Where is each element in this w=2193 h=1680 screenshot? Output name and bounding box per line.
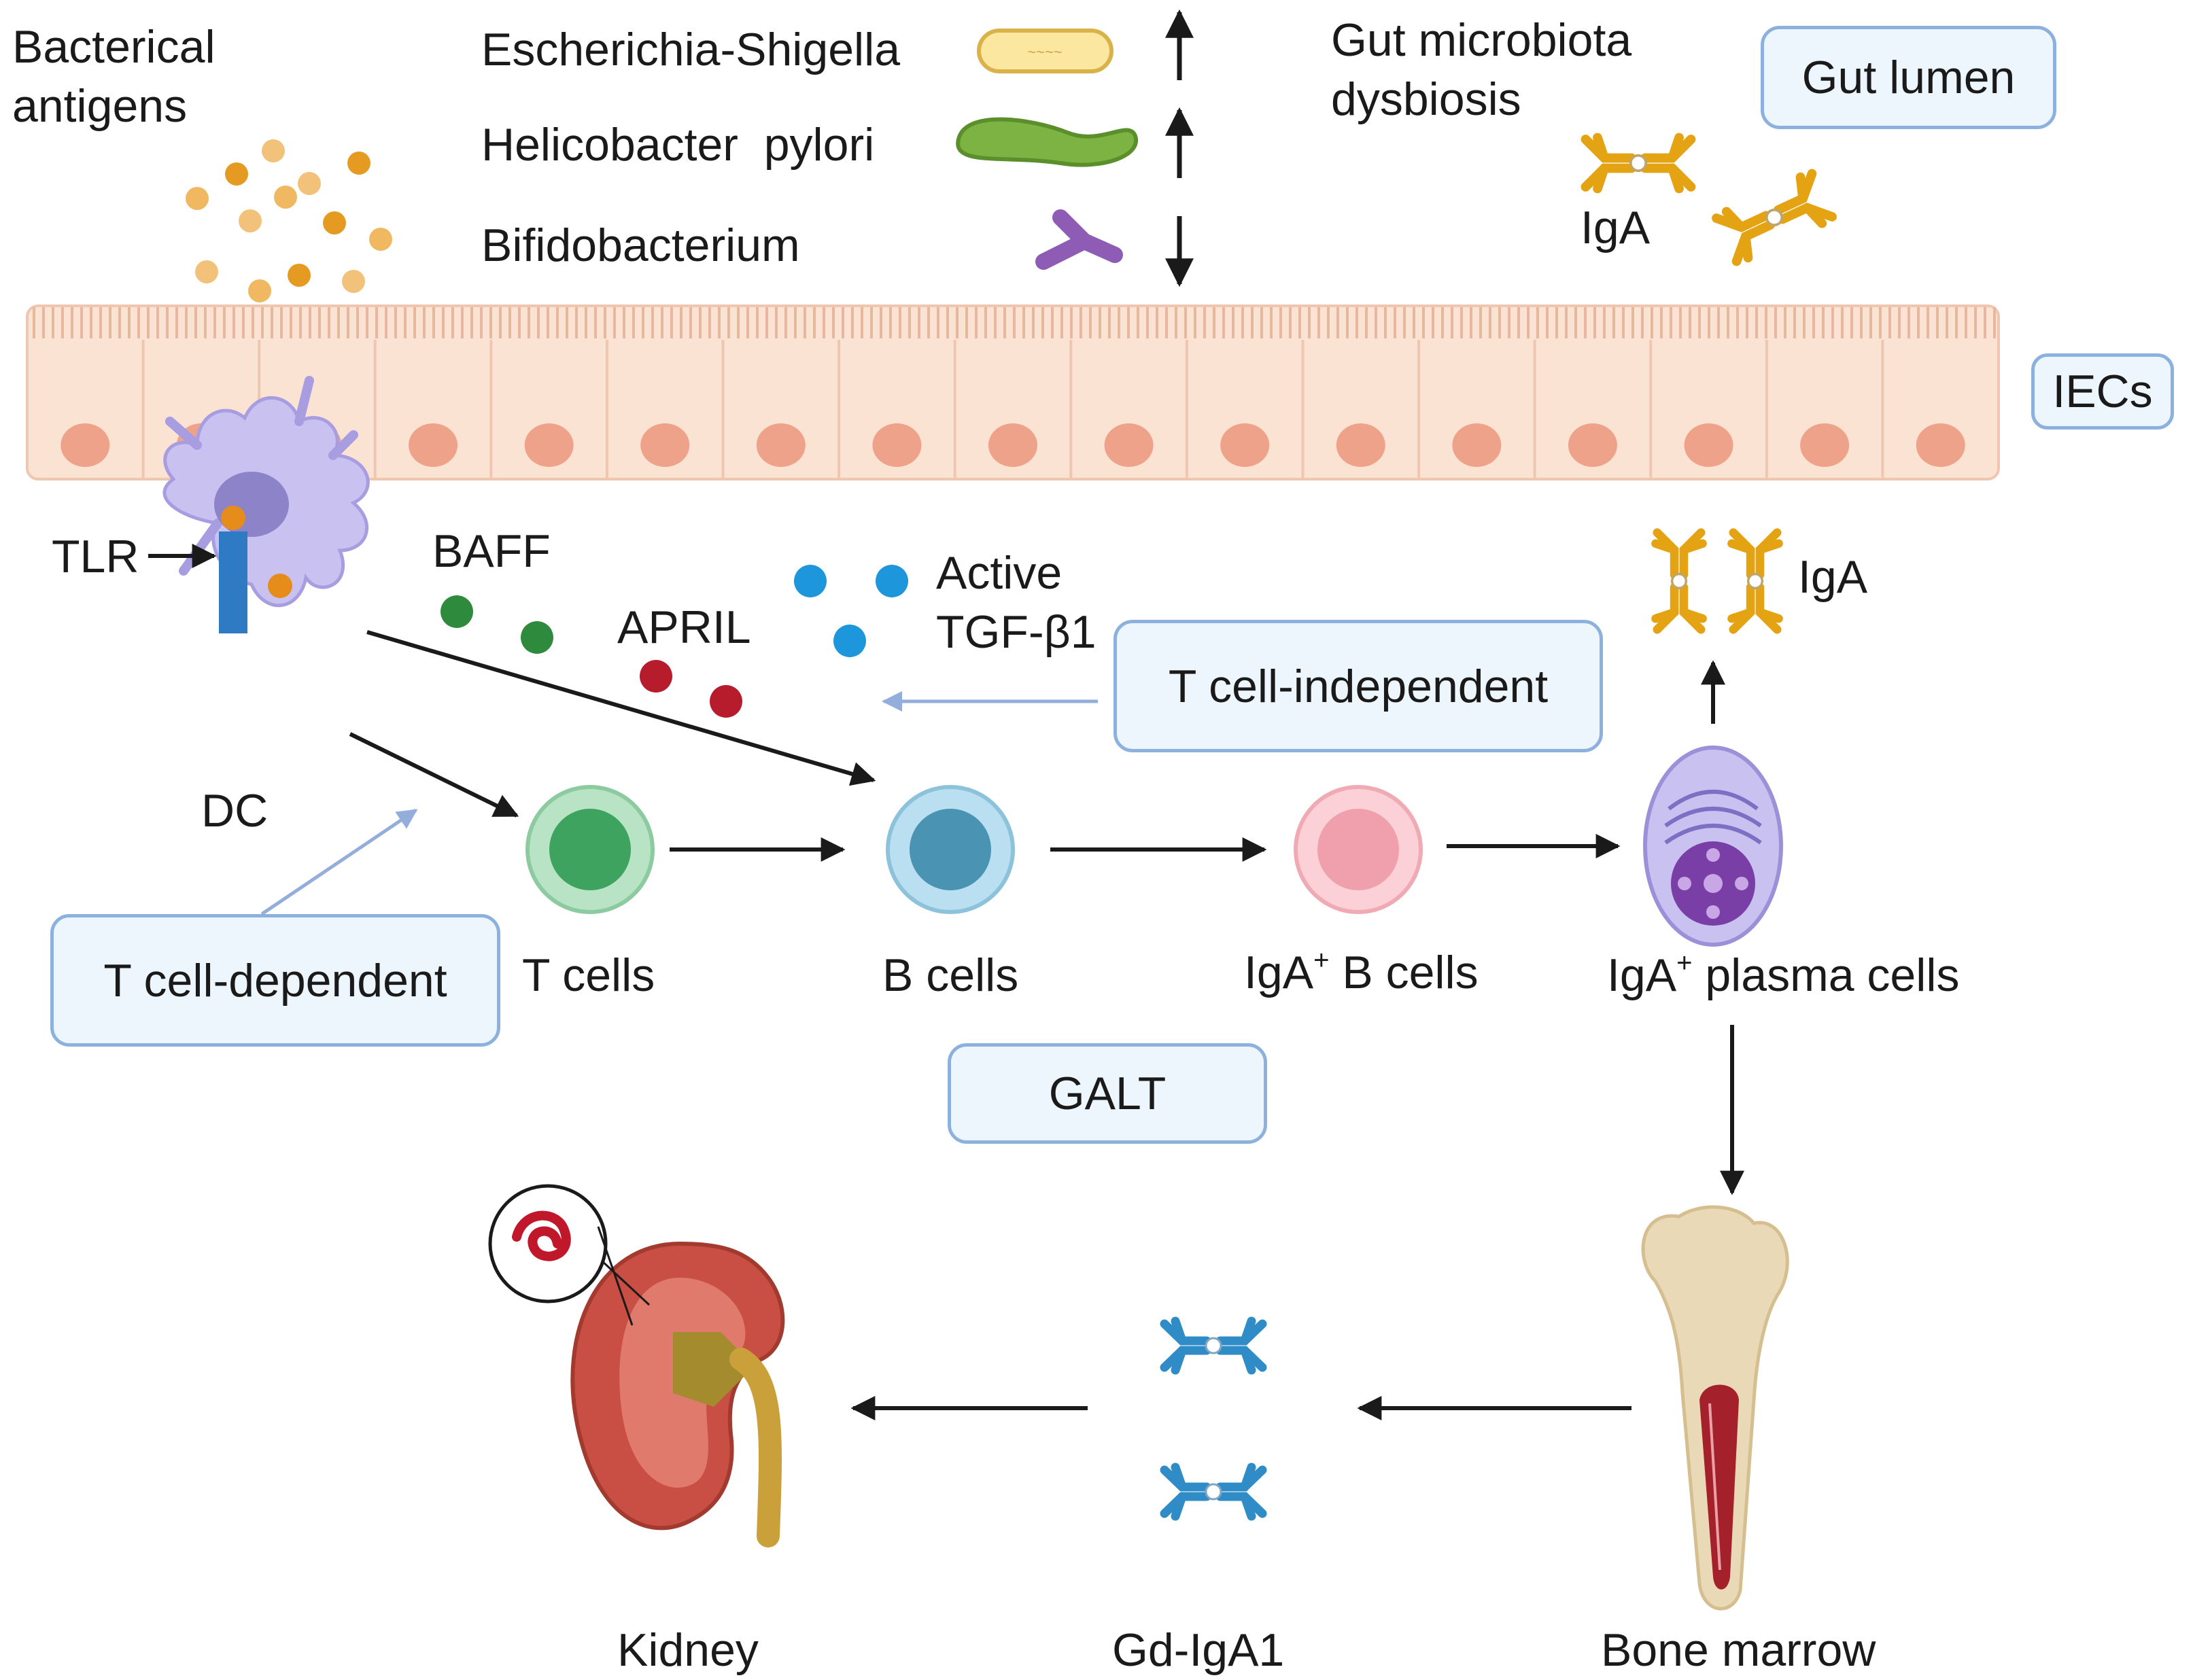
epithelium-layer [26, 304, 2000, 480]
antigen-dot [274, 186, 297, 209]
active-tgf-label: Active TGF-β1 [936, 547, 1096, 659]
rod-bacterium-icon: ~~~~ [977, 29, 1113, 73]
cell-nucleus [756, 423, 806, 467]
escherichia-label: Escherichia-Shigella [481, 24, 901, 75]
tlr-receptor-icon [219, 506, 292, 633]
cell-nucleus [1568, 423, 1617, 467]
curved-bacterium-icon [956, 117, 1139, 167]
iga-b-cell-icon [1294, 785, 1423, 914]
plasma-cell-icon [1643, 746, 1783, 947]
cell-nucleus [1684, 423, 1733, 467]
antigen-dot [186, 187, 209, 210]
cell-nucleus [1800, 423, 1850, 467]
cell-nucleus [872, 423, 922, 467]
antigen-dot [347, 152, 370, 175]
svg-text:~~~~: ~~~~ [1027, 43, 1062, 60]
t-cells-label: T cells [522, 949, 655, 1001]
kidney-label: Kidney [617, 1624, 759, 1676]
bifidobacterium-label: Bifidobacterium [481, 220, 800, 271]
antigen-dot [288, 264, 311, 287]
dysbiosis-label: Gut microbiota dysbiosis [1331, 14, 1632, 126]
april-label: APRIL [617, 601, 751, 653]
iga-dimer-icon [1716, 172, 1833, 262]
b-cells-label: B cells [882, 949, 1019, 1001]
bacterial-antigens-label: Bacterical antigens [12, 21, 215, 133]
antigen-dot [262, 139, 285, 162]
bacterial-antigen-icon [186, 139, 392, 302]
t-cell-dependent-box: T cell-dependent [50, 914, 500, 1047]
helicobacter-label: Helicobacter pylori [481, 119, 875, 171]
gd-iga1-icon [1164, 1321, 1262, 1370]
baff-label: BAFF [432, 525, 551, 577]
t-cell-icon [525, 785, 655, 914]
kidney-icon [488, 1184, 785, 1547]
b-cell-icon [886, 785, 1015, 914]
gd-iga1-label: Gd-IgA1 [1112, 1624, 1285, 1676]
gd-iga1-icon [1164, 1467, 1262, 1516]
cell-nucleus [640, 423, 690, 467]
tlr-label: TLR [52, 531, 139, 582]
antigen-dot [369, 228, 392, 251]
antigen-dot [298, 172, 321, 195]
cell-nucleus [1104, 423, 1154, 467]
cell-nucleus [524, 423, 574, 467]
galt-box: GALT [948, 1043, 1267, 1144]
iecs-box: IECs [2031, 353, 2174, 430]
cell-nucleus [988, 423, 1037, 467]
iga-secreted-label: IgA [1798, 551, 1868, 603]
cell-nucleus [1220, 423, 1270, 467]
antigen-dot [195, 260, 218, 283]
branched-bacterium-icon [1035, 209, 1123, 270]
iga-b-cells-label: IgA+ B cells [1244, 945, 1479, 998]
iga-plasma-cells-label: IgA+ plasma cells [1607, 948, 1960, 1001]
t-cell-independent-box: T cell-independent [1113, 620, 1603, 752]
april-molecule-icon [640, 660, 742, 718]
gut-lumen-box: Gut lumen [1761, 26, 2056, 129]
antigen-dot [342, 270, 365, 293]
iga-dimer-icon [1586, 138, 1691, 189]
antigen-dot [323, 211, 346, 234]
antigen-dot [225, 162, 248, 186]
bone-marrow-label: Bone marrow [1601, 1624, 1876, 1676]
baff-molecule-icon [441, 595, 553, 654]
iga-lumen-label: IgA [1581, 202, 1651, 253]
iga-dimer-icon [1732, 533, 1779, 630]
dc-label: DC [201, 785, 269, 837]
pathway-arrows [349, 630, 1744, 1420]
cell-nucleus [1916, 423, 1965, 467]
cell-nucleus [409, 423, 458, 467]
antigen-dot [248, 279, 271, 302]
light-arrows [260, 691, 1098, 916]
cell-nucleus [1336, 423, 1385, 467]
tgf-beta-molecule-icon [794, 565, 908, 657]
antigen-dot [239, 209, 262, 232]
femur-bone-icon [1641, 1205, 1789, 1611]
cell-nucleus [1452, 423, 1502, 467]
iga-dimer-icon [1656, 533, 1703, 630]
cell-nucleus [61, 423, 110, 467]
